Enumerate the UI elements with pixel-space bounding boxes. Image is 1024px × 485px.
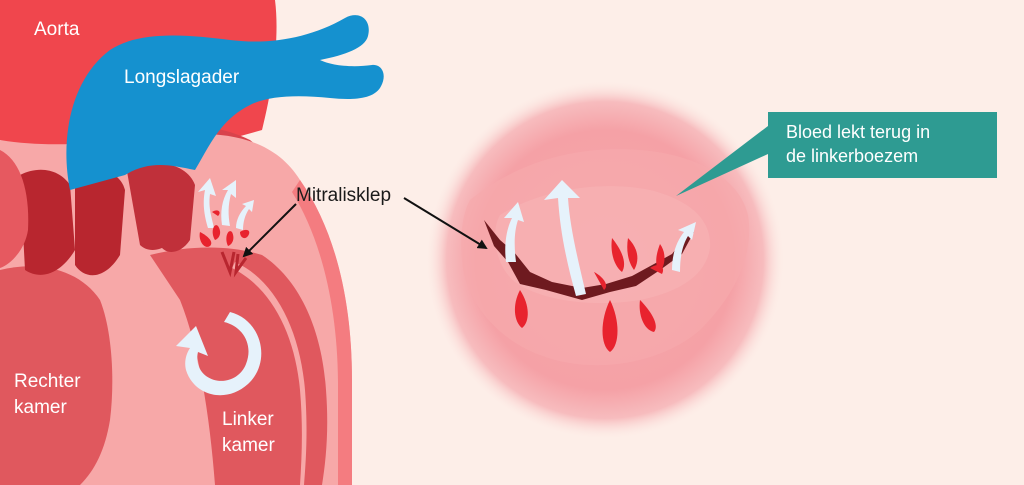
circular-flow-arrow-icon: [176, 312, 262, 396]
right-ventricle-label-line2: kamer: [14, 397, 67, 418]
backflow-arrow-icon: [504, 180, 696, 296]
mitral-valve-closeup: [484, 220, 694, 300]
blood-drop-icon: [514, 238, 665, 352]
pulmonary-artery-vessel: [66, 15, 384, 190]
left-ventricle-label-line1: Linker: [222, 409, 274, 430]
mitral-valve-leader-heart: [242, 203, 297, 258]
heart-muscle-rim: [292, 180, 352, 485]
right-ventricle: [0, 266, 113, 485]
left-ventricle-label-line2: kamer: [222, 435, 275, 456]
callout-pointer: [676, 126, 768, 196]
blood-drop-icon: [199, 210, 250, 247]
valve-closeup: [425, 80, 785, 440]
septum: [100, 275, 215, 485]
mitral-valve-leaflets: [220, 251, 248, 278]
aortic-valve-cusps: [125, 153, 195, 252]
backflow-arrow-icon: [198, 178, 254, 230]
callout-box: Bloed lekt terug in de linkerboezem: [768, 112, 997, 178]
pulmonary-valve-cusps: [20, 169, 125, 276]
heart: [0, 0, 384, 485]
right-ventricle-label-line1: Rechter: [14, 371, 81, 392]
callout-line-1: Bloed lekt terug in: [786, 122, 931, 142]
right-atrium-wall: [0, 150, 29, 268]
pulmonary-artery-label: Longslagader: [124, 67, 240, 88]
valve-closeup-tissue-light: [495, 186, 711, 304]
mitral-valve-label: Mitralisklep: [296, 185, 392, 206]
left-ventricle: [150, 247, 328, 485]
callout-line-2: de linkerboezem: [786, 146, 919, 166]
mitral-valve-leader-closeup: [403, 197, 488, 250]
aorta-label: Aorta: [34, 19, 80, 40]
